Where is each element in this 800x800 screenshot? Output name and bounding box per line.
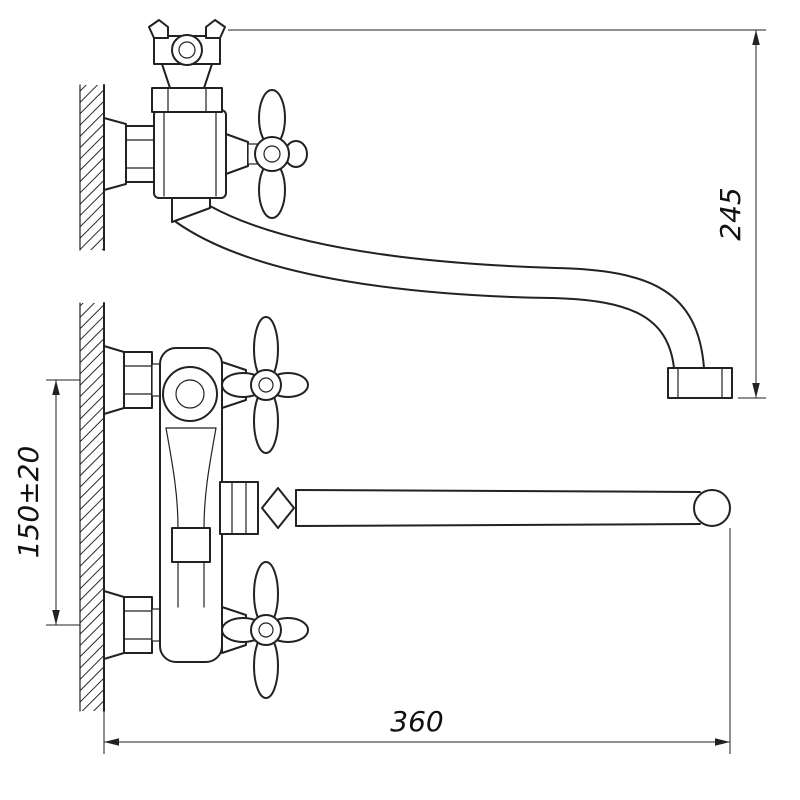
faucet-side-view	[103, 19, 733, 399]
diverter-section	[165, 427, 217, 608]
upper-connector	[103, 345, 163, 415]
straight-spout	[219, 481, 731, 535]
knurled-ring	[171, 527, 211, 563]
cross-handle-cold	[221, 561, 309, 699]
spout-collar	[261, 487, 295, 529]
arrowhead-up	[52, 380, 60, 395]
cross-handle-hot	[221, 316, 309, 454]
dimension-height: 245	[228, 29, 766, 399]
dimension-mounting-distance: 150±20	[12, 379, 80, 626]
shower-holder-side	[148, 19, 226, 66]
faucet-front-view	[103, 316, 731, 699]
wall-section-top	[79, 84, 105, 251]
spout-nozzle	[667, 367, 733, 399]
cross-handle-side	[225, 89, 308, 219]
curved-spout	[171, 197, 733, 399]
spout-end-cap	[693, 489, 731, 527]
arrowhead-left	[104, 738, 119, 746]
wall-section-bottom	[79, 302, 105, 712]
arrowhead-down	[52, 610, 60, 625]
wall-flange	[103, 117, 127, 191]
dimension-height-label: 245	[714, 187, 747, 240]
shower-holder-front	[162, 366, 218, 422]
lower-connector	[103, 590, 163, 660]
arrowhead-down	[752, 383, 760, 398]
dimension-mounting-label: 150±20	[12, 446, 45, 559]
arrowhead-up	[752, 30, 760, 45]
arrowhead-right	[715, 738, 730, 746]
dimension-length: 360	[103, 528, 731, 754]
faucet-body-side	[153, 109, 227, 199]
hex-nut	[125, 125, 155, 183]
dimension-length-label: 360	[390, 705, 443, 738]
